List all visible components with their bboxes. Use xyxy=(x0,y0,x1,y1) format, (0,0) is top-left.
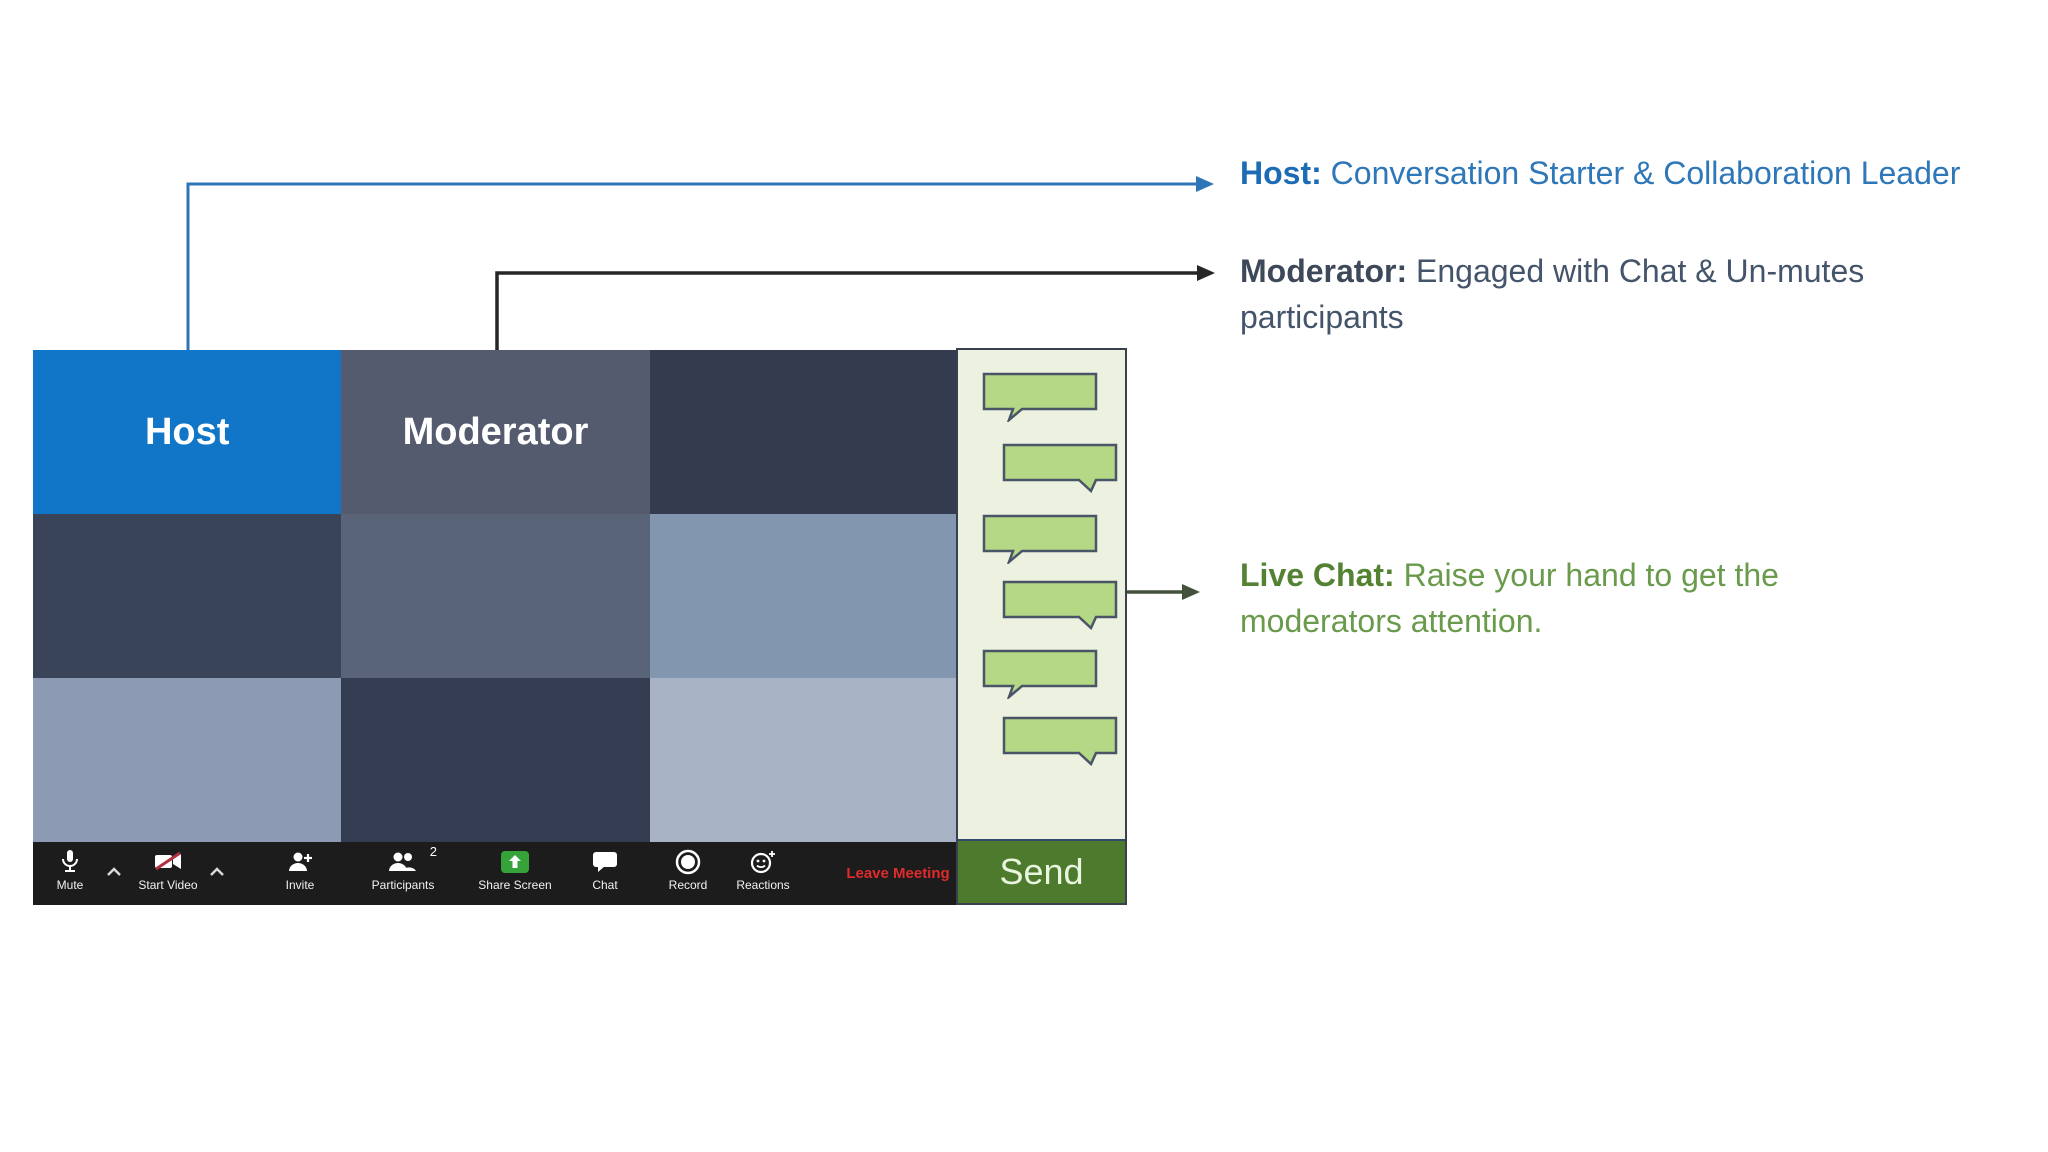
moderator-arrow xyxy=(495,271,1197,351)
reactions-button[interactable]: Reactions xyxy=(730,842,796,905)
chat-bubble xyxy=(982,514,1098,569)
live-chat-annotation-line2: moderators attention. xyxy=(1240,603,1543,639)
mute-options-button[interactable] xyxy=(105,842,123,905)
moderator-arrowhead xyxy=(1197,265,1215,281)
chat-icon xyxy=(592,847,618,877)
host-annotation-text: Conversation Starter & Collaboration Lea… xyxy=(1330,155,1961,191)
chat-bubble xyxy=(982,649,1098,704)
video-tile xyxy=(649,514,958,678)
live-chat-annotation-line1: Live Chat: Raise your hand to get the xyxy=(1240,552,2020,598)
invite-button[interactable]: Invite xyxy=(270,842,330,905)
microphone-icon xyxy=(58,847,82,877)
chat-panel: Send xyxy=(956,348,1127,905)
moderator-annotation-line1: Moderator: Engaged with Chat & Un-mutes xyxy=(1240,248,2020,294)
video-camera-off-icon xyxy=(152,847,184,877)
video-grid: Host Moderator xyxy=(33,350,958,842)
record-label: Record xyxy=(668,878,708,892)
host-annotation: Host: Conversation Starter & Collaborati… xyxy=(1240,150,1960,196)
chat-bubble xyxy=(982,372,1098,427)
video-tile-host: Host xyxy=(33,350,342,514)
record-icon xyxy=(675,847,701,877)
start-video-button[interactable]: Start Video xyxy=(133,842,203,905)
mute-label: Mute xyxy=(56,878,84,892)
start-video-label: Start Video xyxy=(138,878,198,892)
invite-icon xyxy=(286,847,314,877)
leave-meeting-button[interactable]: Leave Meeting xyxy=(838,842,958,905)
chat-bubble xyxy=(1002,580,1118,635)
moderator-annotation-line2: participants xyxy=(1240,299,1404,335)
send-button[interactable]: Send xyxy=(958,839,1125,903)
leave-meeting-label: Leave Meeting xyxy=(846,865,950,882)
video-options-button[interactable] xyxy=(208,842,226,905)
video-tile xyxy=(33,678,342,842)
participants-button[interactable]: 2 Participants xyxy=(361,842,445,905)
send-button-label: Send xyxy=(999,851,1084,892)
chat-bubble xyxy=(1002,716,1118,771)
video-tile xyxy=(33,514,342,678)
host-annotation-label: Host: xyxy=(1240,155,1322,191)
chat-label: Chat xyxy=(592,878,618,892)
chat-message-list xyxy=(958,350,1125,839)
invite-label: Invite xyxy=(285,878,315,892)
host-tile-label: Host xyxy=(144,410,230,453)
participants-icon xyxy=(387,847,419,877)
meeting-toolbar: Mute Start Video xyxy=(33,842,958,905)
video-tile xyxy=(649,678,958,842)
video-tile xyxy=(649,350,958,514)
share-screen-label: Share Screen xyxy=(478,878,552,892)
video-tile xyxy=(341,514,650,678)
live-chat-annotation-text: Raise your hand to get the xyxy=(1403,557,1779,593)
chevron-up-icon xyxy=(105,865,123,883)
moderator-annotation-label: Moderator: xyxy=(1240,253,1408,289)
record-button[interactable]: Record xyxy=(661,842,715,905)
participants-count-badge: 2 xyxy=(429,844,437,859)
host-arrowhead xyxy=(1196,176,1214,192)
reactions-label: Reactions xyxy=(736,878,790,892)
video-tile xyxy=(341,678,650,842)
live-chat-arrowhead xyxy=(1182,584,1200,600)
participants-label: Participants xyxy=(371,878,435,892)
host-arrow xyxy=(186,182,1196,351)
chat-button[interactable]: Chat xyxy=(580,842,630,905)
moderator-tile-label: Moderator xyxy=(402,410,589,453)
video-tile-moderator: Moderator xyxy=(341,350,650,514)
mute-button[interactable]: Mute xyxy=(48,842,92,905)
share-screen-button[interactable]: Share Screen xyxy=(475,842,555,905)
live-chat-annotation-label: Live Chat: xyxy=(1240,557,1395,593)
moderator-annotation-text: Engaged with Chat & Un-mutes xyxy=(1416,253,1865,289)
share-screen-icon xyxy=(500,847,530,877)
reactions-icon xyxy=(749,847,777,877)
chevron-up-icon xyxy=(208,865,226,883)
live-chat-annotation: Live Chat: Raise your hand to get the mo… xyxy=(1240,552,2020,644)
moderator-annotation: Moderator: Engaged with Chat & Un-mutes … xyxy=(1240,248,2020,340)
chat-bubble xyxy=(1002,443,1118,498)
